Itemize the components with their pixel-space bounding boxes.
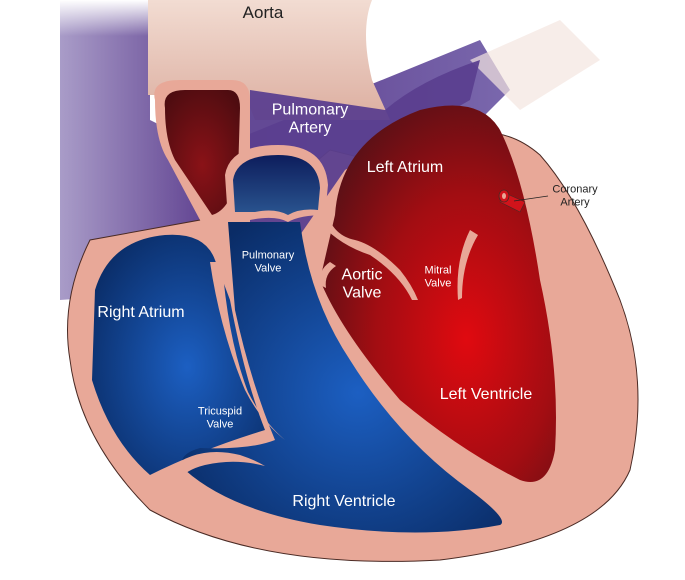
tricuspid-leaflet-lower	[170, 451, 265, 480]
left-chambers	[320, 105, 556, 482]
right-ventricle-chamber	[182, 222, 502, 533]
label-aortic-valve: Aortic Valve	[341, 266, 383, 302]
mitral-leaflet	[457, 230, 478, 300]
label-mitral-valve: Mitral Valve	[424, 264, 452, 289]
label-coronary-artery: Coronary Artery	[552, 183, 598, 208]
label-tricuspid-valve: Tricuspid Valve	[197, 405, 243, 430]
coronary-artery-vessel	[498, 189, 549, 213]
aortic-valve-cusp	[319, 262, 336, 288]
label-pulmonary-valve: Pulmonary Valve	[241, 249, 295, 274]
label-left-atrium: Left Atrium	[366, 158, 444, 176]
label-left-ventricle: Left Ventricle	[439, 385, 533, 403]
pulmonary-vein-right	[470, 20, 600, 110]
coronary-pointer-line	[513, 195, 549, 202]
label-right-ventricle: Right Ventricle	[292, 492, 396, 510]
tricuspid-leaflet	[210, 262, 285, 440]
label-pulmonary-artery: Pulmonary Artery	[271, 101, 349, 137]
aortic-valve-leaflet	[322, 205, 418, 300]
label-right-atrium: Right Atrium	[97, 303, 185, 321]
label-aorta: Aorta	[242, 3, 284, 23]
